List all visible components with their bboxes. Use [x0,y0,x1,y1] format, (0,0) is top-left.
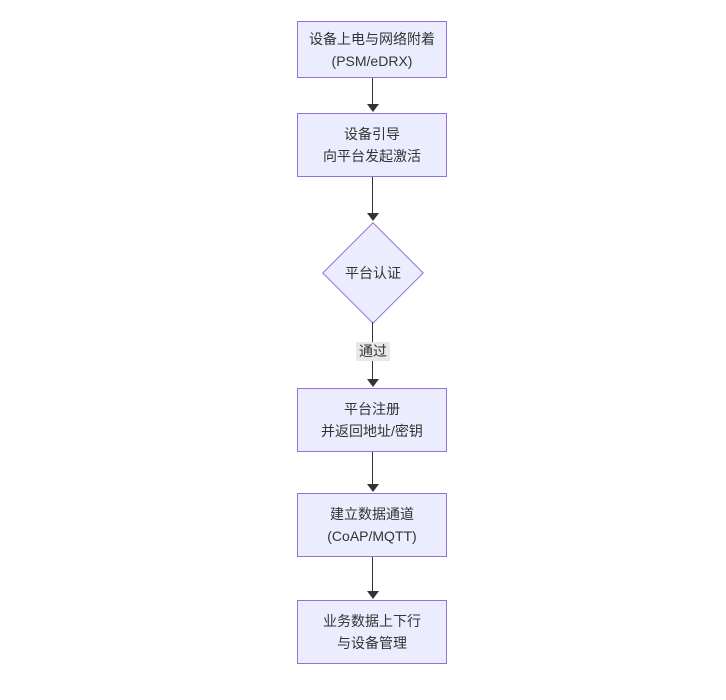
edge-label-pass: 通过 [356,342,390,361]
node-text-line: 与设备管理 [337,635,407,651]
node-text-line: (PSM/eDRX) [331,52,413,69]
node-platform-register: 平台注册 并返回地址/密钥 [297,388,447,452]
arrow-line [372,177,373,214]
node-text-line: 设备引导 [344,126,400,142]
flow-arrow-4 [367,452,379,492]
arrow-line [372,557,373,592]
node-text-line: 向平台发起激活 [323,148,421,164]
node-text-line: 设备上电与网络附着 [309,30,435,47]
decision-platform-auth: 平台认证 [322,222,424,324]
node-text-line: 平台认证 [345,264,401,281]
arrowhead-icon [367,484,379,492]
arrowhead-icon [367,379,379,387]
node-text-line: 建立数据通道 [330,506,414,522]
flow-arrow-1 [367,78,379,112]
arrowhead-icon [367,591,379,599]
node-device-power-attach: 设备上电与网络附着 (PSM/eDRX) [297,21,447,78]
flow-arrow-2 [367,177,379,221]
arrowhead-icon [367,104,379,112]
flow-arrow-5 [367,557,379,599]
arrow-line [372,452,373,485]
node-text-line: (CoAP/MQTT) [327,528,417,544]
node-device-bootstrap: 设备引导 向平台发起激活 [297,113,447,177]
node-text-line: 平台注册 [344,401,400,417]
node-text-line: 业务数据上下行 [323,613,421,629]
node-data-channel: 建立数据通道 (CoAP/MQTT) [297,493,447,557]
arrowhead-icon [367,213,379,221]
node-text-line: 并返回地址/密钥 [321,423,423,439]
node-business-data-mgmt: 业务数据上下行 与设备管理 [297,600,447,664]
arrow-line [372,78,373,105]
